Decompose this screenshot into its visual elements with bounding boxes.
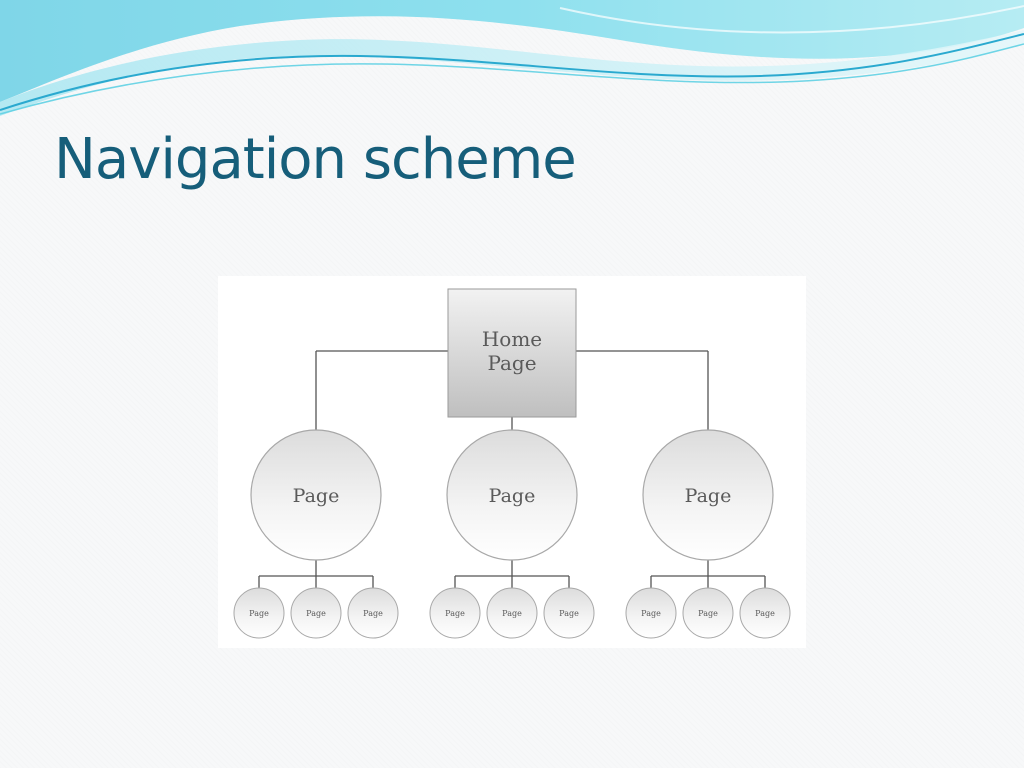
header-wave-decoration [0, 0, 1024, 116]
subpage-label-1-1: Page [249, 609, 269, 618]
wave-band-light [0, 30, 1024, 116]
subpage-circle-1-3 [347, 587, 399, 639]
subpage-circle-2-2 [486, 587, 538, 639]
wave-band-top [0, 0, 1024, 102]
page-label-3: Page [685, 485, 732, 507]
subpage-circle-3-2 [682, 587, 734, 639]
subpage-label-1-3: Page [363, 609, 383, 618]
page-node-2: Page [446, 429, 578, 561]
subpage-node-2-1: Page [429, 587, 481, 639]
page-node-1: Page [250, 429, 382, 561]
subpage-label-3-3: Page [755, 609, 775, 618]
subpage-circle-2-3 [543, 587, 595, 639]
slide-title: Navigation scheme [54, 127, 577, 192]
page-circle-3 [642, 429, 774, 561]
home-page-box [447, 288, 577, 418]
page-circle-2 [446, 429, 578, 561]
subpage-label-3-2: Page [698, 609, 718, 618]
subpage-circle-3-3 [739, 587, 791, 639]
subpage-node-1-2: Page [290, 587, 342, 639]
subpage-node-1-1: Page [233, 587, 285, 639]
page-label-2: Page [489, 485, 536, 507]
subpage-label-1-2: Page [306, 609, 326, 618]
subpage-label-3-1: Page [641, 609, 661, 618]
subpage-node-2-3: Page [543, 587, 595, 639]
subpage-label-2-3: Page [559, 609, 579, 618]
wave-line-light [0, 43, 1024, 115]
subpage-circle-3-1 [625, 587, 677, 639]
page-label-1: Page [293, 485, 340, 507]
subpage-node-3-3: Page [739, 587, 791, 639]
tree-connectors [258, 350, 766, 588]
subpage-node-2-2: Page [486, 587, 538, 639]
page-circle-1 [250, 429, 382, 561]
home-page-label-line2: Page [487, 351, 536, 375]
subpage-node-3-1: Page [625, 587, 677, 639]
page-node-3: Page [642, 429, 774, 561]
subpage-circle-2-1 [429, 587, 481, 639]
wave-line-right-accent [559, 5, 1024, 34]
subpage-node-1-3: Page [347, 587, 399, 639]
subpage-node-3-2: Page [682, 587, 734, 639]
subpage-label-2-2: Page [502, 609, 522, 618]
subpage-circle-1-2 [290, 587, 342, 639]
subpage-label-2-1: Page [445, 609, 465, 618]
home-page-label-line1: Home [482, 327, 542, 351]
subpage-circle-1-1 [233, 587, 285, 639]
wave-line-dark [0, 33, 1024, 111]
